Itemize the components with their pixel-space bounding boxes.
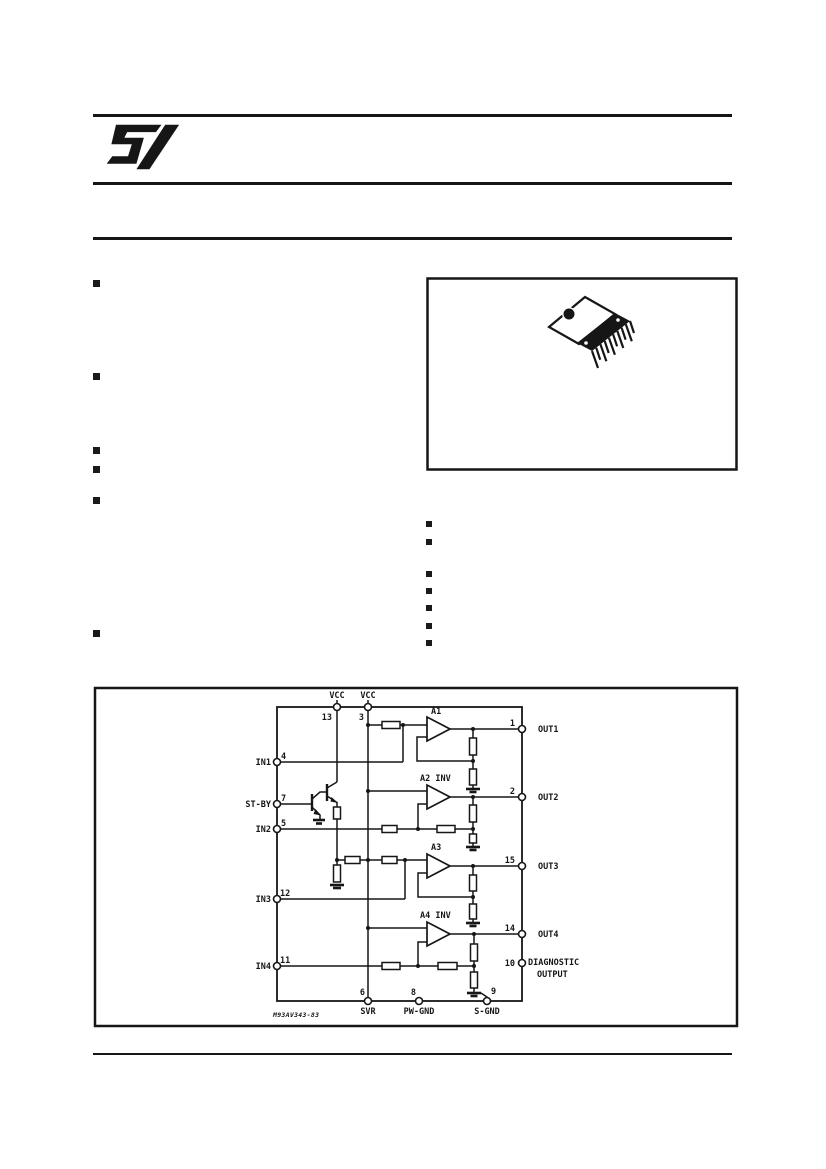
amp-label-a1: A1 (431, 707, 441, 717)
pin-15-out3 (517, 861, 527, 871)
feature-bullet (93, 630, 100, 637)
block-diagram: VCC VCC 13 3 4 7 5 12 11 IN1 ST-BY IN2 I… (93, 686, 739, 1028)
amp-label-a4: A4 INV (420, 911, 451, 921)
feature-bullet (93, 373, 100, 380)
pin-label-vcc1: VCC (329, 691, 344, 701)
pin-number-15: 15 (505, 856, 515, 866)
pin-number-12: 12 (280, 889, 290, 899)
amp-a3 (426, 852, 452, 880)
feature-bullet (426, 640, 432, 646)
junction-dots (335, 723, 476, 968)
pin-label-stby: ST-BY (245, 800, 271, 810)
resistor (381, 720, 401, 730)
pin-1-out1 (517, 724, 527, 734)
pin-number-8: 8 (411, 988, 416, 998)
resistor (436, 824, 456, 834)
pin-label-out3: OUT3 (538, 862, 558, 872)
resistor (381, 824, 398, 834)
pin-label-pwgnd: PW-GND (404, 1007, 435, 1017)
amp-a2 (426, 783, 452, 811)
pin-5-in2 (272, 824, 282, 834)
package-figure-box (426, 277, 738, 475)
pin-number-14: 14 (505, 924, 515, 934)
pin-label-in1: IN1 (256, 758, 271, 768)
resistor (468, 768, 478, 786)
pin-number-11: 11 (280, 956, 290, 966)
pin-9-sgnd (482, 996, 492, 1006)
pin-number-10: 10 (505, 959, 515, 969)
pin-number-3: 3 (359, 713, 364, 723)
feature-bullet (426, 588, 432, 594)
header-rule-top (93, 114, 732, 117)
pin-number-5: 5 (281, 819, 286, 829)
feature-bullet (93, 447, 100, 454)
amp-label-a3: A3 (431, 843, 441, 853)
pin-number-4: 4 (281, 752, 286, 762)
pin-number-9: 9 (491, 987, 496, 997)
feature-bullet (426, 623, 432, 629)
pin-14-out4 (517, 929, 527, 939)
feature-bullet (93, 466, 100, 473)
resistor (437, 961, 458, 971)
resistor (332, 806, 342, 820)
pin-11-in4 (272, 961, 282, 971)
footer-rule (93, 1053, 732, 1055)
pin-13-vcc (332, 702, 342, 712)
pin-12-in3 (272, 894, 282, 904)
st-sgs-thomson-logo-icon (106, 124, 180, 170)
feature-bullet (426, 605, 432, 611)
pin-3-vcc (363, 702, 373, 712)
resistor (468, 874, 478, 892)
pin-label-in2: IN2 (256, 825, 271, 835)
pin-label-in4: IN4 (256, 962, 271, 972)
resistor (332, 864, 342, 883)
feature-bullet (93, 280, 100, 287)
pin-number-1: 1 (510, 719, 515, 729)
title-section-rule (93, 237, 732, 240)
pin-number-2: 2 (510, 787, 515, 797)
resistor (469, 943, 479, 962)
pin-6-svr (363, 996, 373, 1006)
pin-10-diagnostic (517, 958, 527, 968)
ic-boundary (276, 706, 523, 1002)
amp-a4 (426, 920, 452, 948)
feature-bullet (426, 571, 432, 577)
figure-code: M93AV343-83 (272, 1011, 319, 1019)
pin-label-diagnostic-1: DIAGNOSTIC (528, 958, 579, 968)
pin-2-out2 (517, 792, 527, 802)
block-diagram-figure-box: VCC VCC 13 3 4 7 5 12 11 IN1 ST-BY IN2 I… (93, 686, 739, 1032)
pin-number-7: 7 (281, 794, 286, 804)
pin-terminals (272, 702, 527, 1006)
resistor (468, 833, 478, 844)
pin-label-out4: OUT4 (538, 930, 558, 940)
pin-label-out2: OUT2 (538, 793, 558, 803)
resistor (468, 737, 478, 756)
multiwatt15-package-icon (547, 295, 636, 369)
pin-label-in3: IN3 (256, 895, 271, 905)
pin-label-diagnostic-2: OUTPUT (537, 970, 568, 980)
pin-label-sgnd: S-GND (474, 1007, 500, 1017)
resistor (469, 971, 479, 989)
pin-label-out1: OUT1 (538, 725, 558, 735)
feature-bullet (426, 539, 432, 545)
header-rule-under-logo (93, 182, 732, 185)
resistor (344, 855, 361, 865)
block-diagram-border (93, 686, 739, 1028)
feature-bullet (93, 497, 100, 504)
amp-a1 (426, 715, 452, 743)
pin-4-in1 (272, 757, 282, 767)
pin-number-13: 13 (322, 713, 332, 723)
resistor (468, 903, 478, 920)
pin-8-pwgnd (414, 996, 424, 1006)
amp-label-a2: A2 INV (420, 774, 451, 784)
resistor (381, 961, 401, 971)
pin-label-vcc2: VCC (360, 691, 375, 701)
pin-label-svr: SVR (360, 1007, 376, 1017)
resistor (468, 804, 478, 823)
feature-bullet (426, 521, 432, 527)
pin-7-stby (272, 799, 282, 809)
resistor (381, 855, 398, 865)
pin-number-6: 6 (360, 988, 365, 998)
st-logo (103, 122, 181, 176)
